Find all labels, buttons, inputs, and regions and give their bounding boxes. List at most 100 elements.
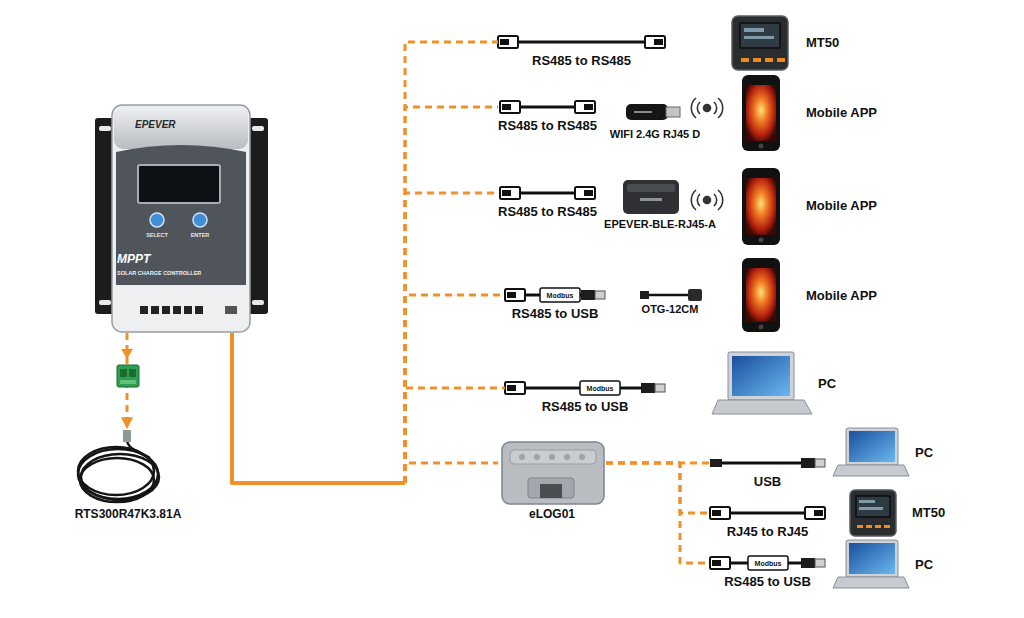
usb-cable (580, 381, 620, 395)
mt50-display (741, 58, 749, 62)
otg-cable (640, 291, 649, 299)
button-label: ENTER (191, 233, 210, 239)
usb-cable (710, 556, 825, 570)
charge-controller (114, 107, 248, 149)
charge-controller (138, 165, 220, 203)
charge-controller (162, 306, 170, 314)
usb-cable (505, 382, 525, 394)
cable-connector-line (232, 333, 405, 483)
connector-group (127, 42, 710, 563)
cable-item: RS485 to RS485 (498, 32, 665, 69)
mt50-display (777, 58, 785, 62)
otg-cable (688, 289, 702, 301)
cable-connector-line (232, 333, 405, 483)
rj45-cable (518, 106, 577, 109)
terminal-block (120, 369, 127, 377)
cable-item: USB (710, 453, 825, 490)
charge-controller (193, 213, 207, 227)
usb-cable (505, 381, 665, 395)
cable-connector-line (405, 295, 505, 483)
cable-connector-line (606, 463, 710, 563)
wireless-signal (691, 190, 696, 210)
mt50-display (744, 36, 774, 39)
usb-cable (581, 290, 595, 300)
smartphone (746, 85, 776, 141)
device-item: Mobile APP (740, 74, 877, 152)
cable-connector (606, 463, 710, 513)
cable-item: RS485 to USB (505, 378, 665, 415)
smartphone (742, 75, 780, 151)
rj45-cable (710, 507, 825, 519)
otg-cable (648, 294, 690, 297)
node-text: PC (915, 558, 933, 573)
wireless-signal (714, 102, 717, 114)
elog-logger (540, 484, 562, 498)
rj45-cable (502, 104, 511, 110)
node-text: RJ45 to RJ45 (727, 525, 809, 540)
elog-logger (510, 450, 596, 464)
device-item: PC (718, 350, 836, 418)
cable-item: RJ45 to RJ45 (710, 503, 825, 540)
cable-connector-line (232, 333, 405, 483)
rj45-cable (645, 36, 665, 48)
charge-controller (173, 306, 181, 314)
wireless-signal (714, 194, 717, 206)
elog-logger (519, 454, 525, 460)
terminal-block (117, 365, 139, 387)
bluetooth-module (623, 180, 679, 214)
rj45-cable (500, 39, 509, 45)
cable-connector (232, 193, 498, 483)
rj45-cable (516, 41, 647, 44)
wireless-signal (704, 105, 711, 112)
charge-controller (150, 213, 164, 227)
temperature-sensor (80, 458, 154, 502)
node-text: RS485 to USB (542, 400, 629, 415)
rj45-cable (500, 187, 520, 199)
usb-cable (710, 458, 825, 468)
mt50-display (765, 58, 773, 62)
node-text: EPEVER-BLE-RJ45-A (604, 218, 716, 231)
smartphone (746, 178, 776, 235)
smartphone (742, 258, 780, 332)
module-label: Modbus (587, 385, 614, 392)
usb-cable (815, 459, 825, 467)
temperature-sensor (78, 440, 159, 502)
rj45-cable (584, 190, 593, 196)
elog-logger (534, 454, 540, 460)
mt50-display (859, 507, 883, 510)
smartphone (742, 258, 780, 332)
cable-connector-line (232, 333, 405, 483)
laptop (732, 356, 790, 396)
mt50-display (732, 16, 788, 70)
charge-controller: EPEVERMPPTSOLAR CHARGE CONTROLLER (95, 105, 267, 333)
bluetooth-module (623, 180, 679, 214)
node-text: USB (754, 475, 781, 490)
charge-controller (151, 306, 159, 314)
mt50-display (740, 23, 780, 48)
cable-connector-line (232, 333, 405, 483)
rj45-cable (654, 39, 663, 45)
rj45-cable (498, 36, 665, 48)
bluetooth-module (627, 184, 675, 192)
node-text: WIFI 2.4G RJ45 D (610, 128, 700, 141)
cable-connector-line (232, 333, 405, 483)
charge-controller (252, 126, 264, 131)
node-text: SOLAR CHARGE CONTROLLER (117, 270, 201, 276)
rj45-cable (728, 512, 807, 515)
laptop (846, 428, 898, 465)
usb-cable (655, 384, 665, 392)
charge-controller (225, 306, 237, 314)
cable-connector (232, 42, 498, 483)
usb-cable (748, 556, 788, 570)
smartphone (759, 144, 764, 149)
rj45-cable (498, 36, 518, 48)
terminal-block (129, 369, 136, 377)
node-text: eLOG01 (529, 508, 575, 522)
elog-logger (579, 454, 585, 460)
usb-cable (540, 288, 580, 302)
usb-cable (710, 459, 722, 467)
laptop (833, 577, 909, 588)
sensor-item: RTS300R47K3.81A (75, 428, 182, 522)
adapter-item: WIFI 2.4G RJ45 D (610, 98, 700, 141)
adapter-item: OTG-12CM (638, 287, 702, 316)
